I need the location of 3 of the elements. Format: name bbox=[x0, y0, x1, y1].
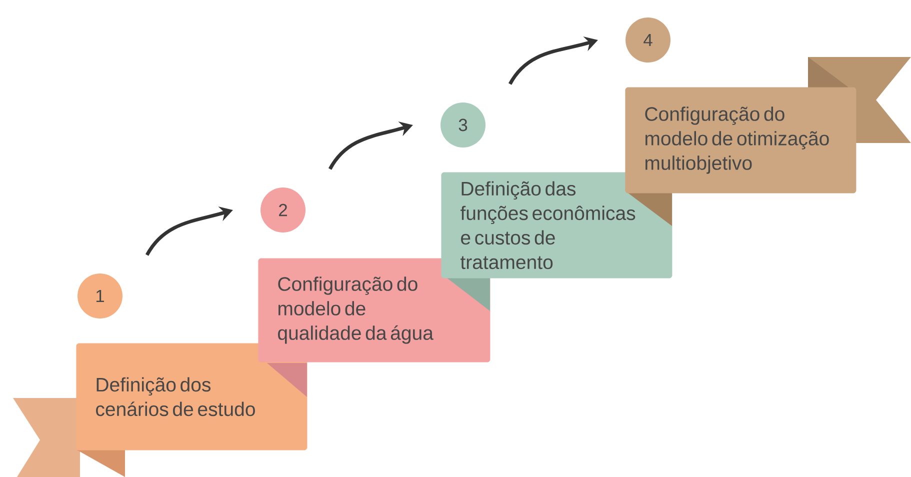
process-box: Configuração do modelo de otimização multiobjetivo bbox=[625, 87, 856, 194]
process-box: Definição das funções econômicas e custos de tratamento bbox=[441, 172, 672, 278]
process-box: Definição dos cenários de estudo bbox=[76, 343, 308, 450]
